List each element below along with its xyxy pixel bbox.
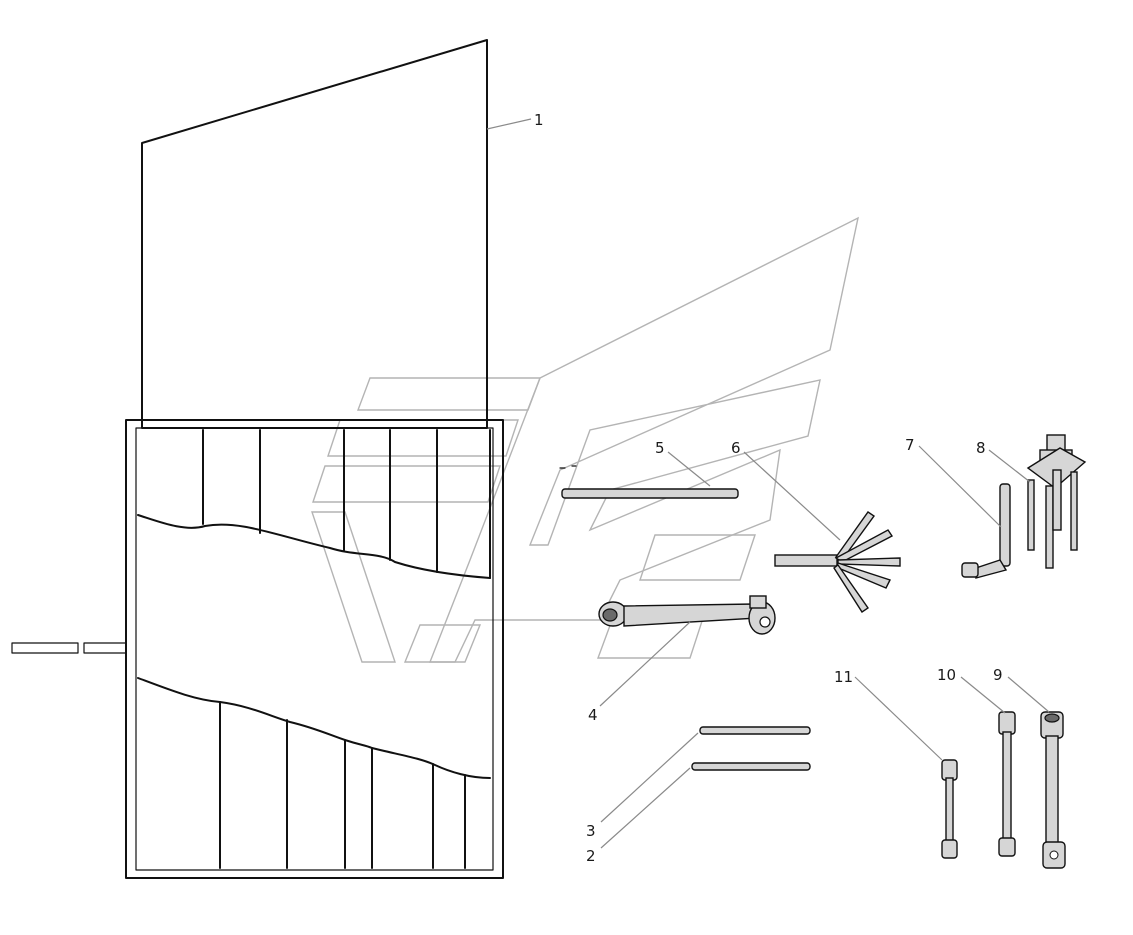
callout-5: 5 (655, 439, 665, 457)
callout-11: 11 (834, 668, 853, 686)
tool-case-body (11, 419, 504, 879)
wrench-handle (598, 595, 776, 635)
callout-labels: 1 2 3 4 5 6 7 8 9 10 11 (534, 111, 1003, 865)
leader-lines (486, 118, 1050, 849)
rod-3 (699, 726, 811, 735)
callout-3: 3 (586, 822, 596, 840)
rod-2 (691, 762, 811, 771)
callout-10: 10 (937, 666, 956, 684)
feeler-gauge-set (774, 511, 901, 613)
callout-2: 2 (586, 847, 596, 865)
socket-wrench-small (941, 759, 958, 859)
long-rod (559, 465, 739, 499)
socket-wrench-large (1040, 711, 1066, 869)
callout-7: 7 (905, 436, 915, 454)
socket-wrench-medium (998, 711, 1016, 857)
watermark-logo (311, 216, 859, 663)
callout-6: 6 (731, 439, 741, 457)
callout-9: 9 (993, 666, 1003, 684)
callout-8: 8 (976, 439, 986, 457)
three-leg-puller (1026, 434, 1087, 569)
callout-1: 1 (534, 111, 544, 129)
callout-4: 4 (588, 706, 598, 724)
case-lid (141, 39, 488, 429)
l-hex-key (961, 483, 1011, 579)
